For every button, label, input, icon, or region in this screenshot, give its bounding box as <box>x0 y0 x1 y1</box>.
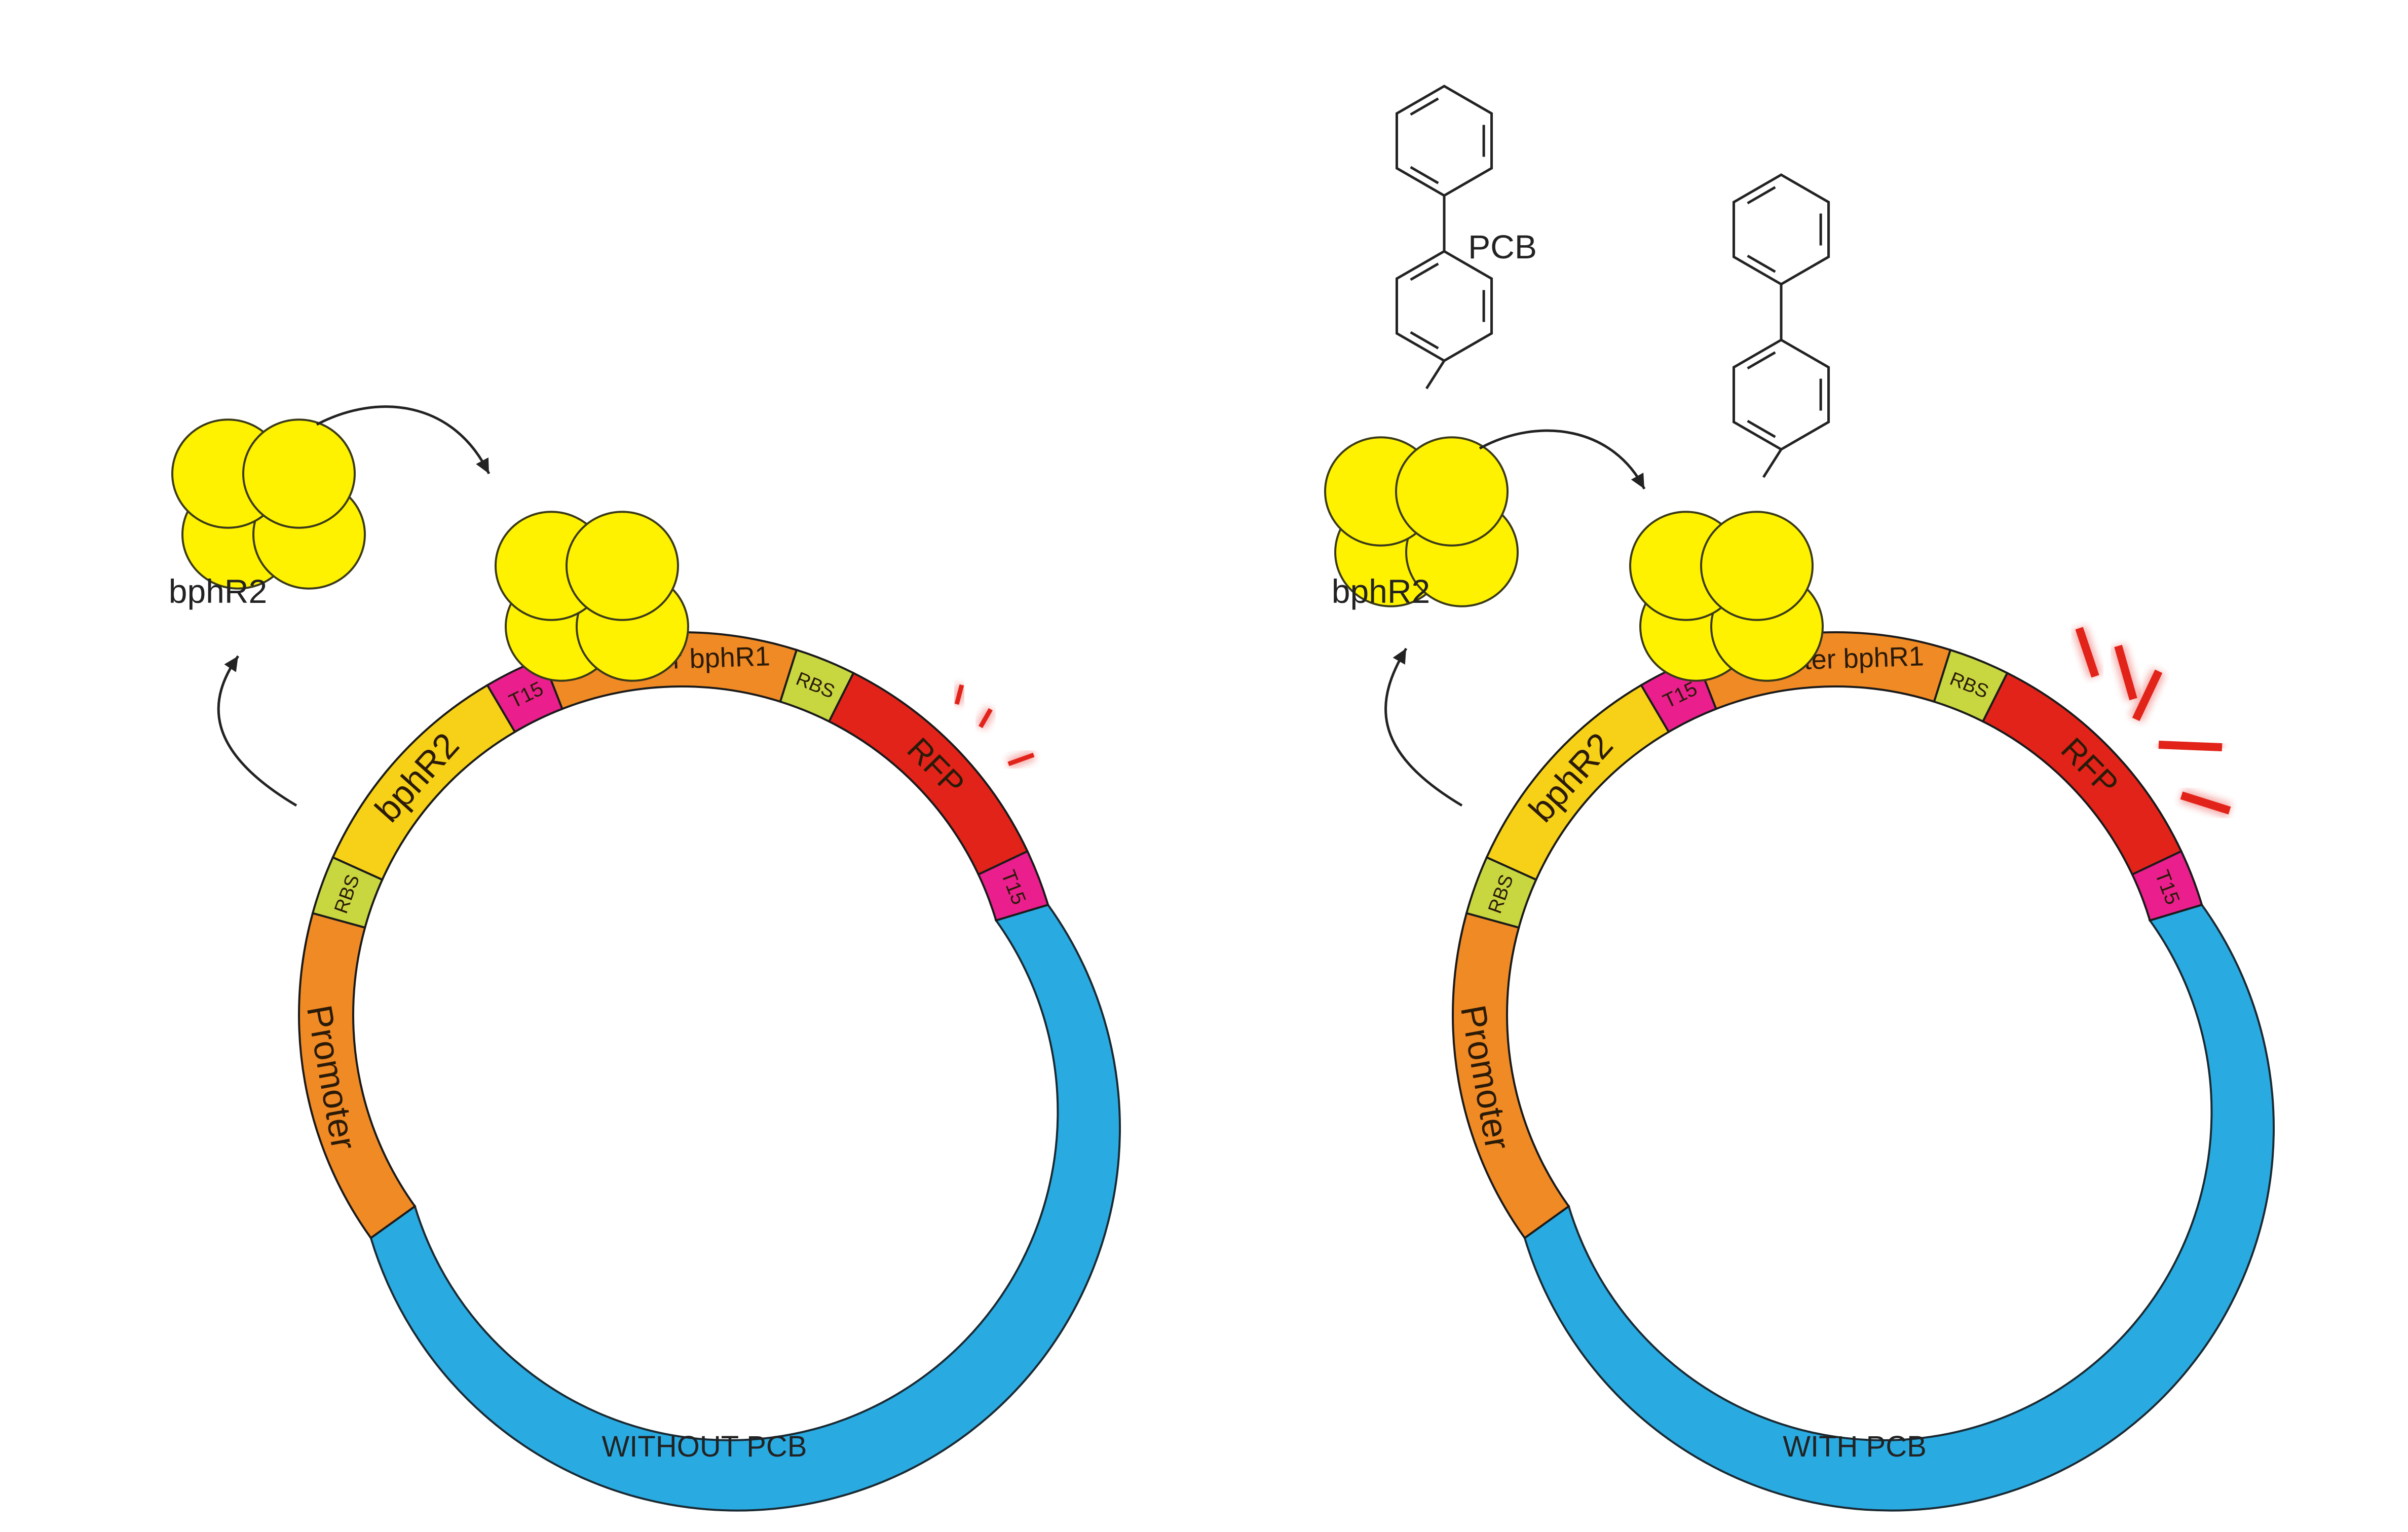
protein-subunit <box>566 511 679 621</box>
binding-arrow-head <box>476 457 489 474</box>
segment-rfp: RFP <box>827 671 1029 876</box>
rfp-glow <box>2072 626 2232 818</box>
plasmid-backbone <box>1523 903 2275 1512</box>
panel-caption: WITHOUT PCB <box>602 1430 807 1463</box>
expression-arrow <box>217 655 297 807</box>
double-bond <box>1410 166 1439 184</box>
binding-arrow <box>1479 429 1646 490</box>
segment-bphR2-gene: bphR2 <box>331 683 516 881</box>
protein-subunit <box>1395 436 1509 547</box>
double-bond <box>1747 351 1776 370</box>
bphR2-protein-free <box>1324 436 1519 607</box>
bphR2-protein-bound <box>1629 511 1824 682</box>
protein-subunit <box>242 418 356 529</box>
benzene-ring <box>1732 338 1830 451</box>
glow-ray <box>2114 644 2137 701</box>
ring-bond-tail <box>1762 448 1783 478</box>
ring-bond-tail <box>1425 360 1446 390</box>
segment-rbs-2: RBS <box>779 648 855 723</box>
double-bond <box>1410 97 1439 116</box>
protein-label: bphR2 <box>1332 572 1431 610</box>
pcb-molecule-free <box>1395 85 1493 390</box>
benzene-ring <box>1732 173 1830 286</box>
pcb-label: PCB <box>1468 228 1537 265</box>
segment-bphR2-gene: bphR2 <box>1485 683 1670 881</box>
plasmid-backbone <box>369 903 1121 1512</box>
glow-ray <box>2158 741 2223 751</box>
bphR2-protein-bound <box>495 511 689 682</box>
protein-subunit <box>1700 511 1814 621</box>
glow-ray <box>979 708 993 729</box>
double-bond <box>1747 186 1776 205</box>
binding-arrow-head <box>1631 473 1644 489</box>
segment-rbs-1: RBS <box>311 856 384 929</box>
segment-t15-2: T15 <box>2131 850 2203 922</box>
benzene-ring <box>1395 85 1493 197</box>
protein-label: bphR2 <box>169 572 268 610</box>
benzene-ring <box>1395 250 1493 362</box>
double-bond <box>1747 419 1776 438</box>
segment-t15-2-arc <box>2131 850 2203 922</box>
glow-ray <box>2132 669 2163 721</box>
expression-arrow-head <box>224 656 238 672</box>
panel-caption: WITH PCB <box>1783 1430 1927 1463</box>
double-bond <box>1410 262 1439 281</box>
bphR2-protein-free <box>171 418 366 590</box>
double-bond <box>1410 331 1439 350</box>
rfp-glow <box>951 683 1036 770</box>
expression-arrow-head <box>1393 648 1406 665</box>
binding-arrow <box>316 405 491 475</box>
segment-promoter: Promoter <box>298 912 417 1240</box>
segment-t15-2-arc <box>977 850 1049 922</box>
glow-ray <box>954 684 964 705</box>
glow-ray <box>2180 791 2231 815</box>
expression-arrow <box>1384 647 1463 807</box>
segment-rbs-1: RBS <box>1465 856 1538 929</box>
glow-ray <box>2075 627 2099 678</box>
double-bond <box>1747 254 1776 273</box>
pcb-molecule-bound <box>1732 173 1830 478</box>
glow-ray <box>1007 752 1035 767</box>
segment-t15-2: T15 <box>977 850 1049 922</box>
segment-promoter: Promoter <box>1452 912 1570 1240</box>
